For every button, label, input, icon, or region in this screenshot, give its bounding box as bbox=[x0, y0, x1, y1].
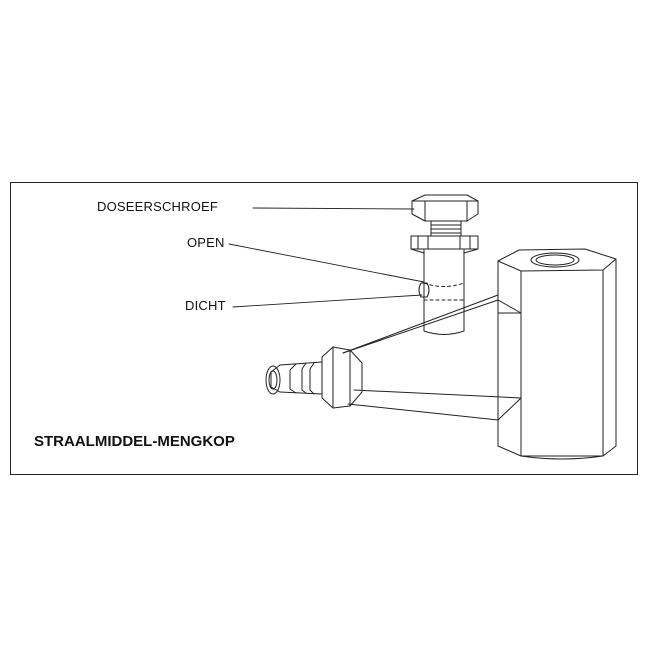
screw-shaft bbox=[430, 220, 462, 237]
diagram-caption: STRAALMIDDEL-MENGKOP bbox=[34, 433, 235, 450]
side-arm bbox=[342, 294, 522, 447]
screw-hex-head bbox=[411, 194, 479, 222]
hex-body bbox=[497, 248, 617, 460]
label-open: OPEN bbox=[187, 235, 225, 250]
dosing-tube bbox=[418, 249, 465, 335]
leader-lines bbox=[228, 207, 425, 308]
threaded-ring bbox=[410, 235, 479, 254]
diagram-frame bbox=[10, 182, 638, 475]
label-dicht: DICHT bbox=[185, 298, 226, 313]
label-doseerschroef: DOSEERSCHROEF bbox=[97, 199, 219, 214]
hose-nozzle bbox=[265, 346, 363, 409]
